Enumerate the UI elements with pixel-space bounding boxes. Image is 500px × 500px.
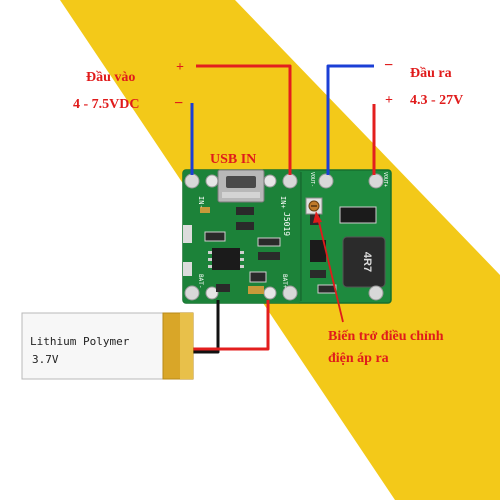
pad-bat-minus-label: BAT- [197,274,204,288]
lipo-battery: Lithium Polymer 3.7V [21,312,194,380]
inductor: 4R7 [342,236,386,288]
pot-pointer-arrowhead [313,211,322,223]
pot-label-line2: điện áp ra [328,351,389,366]
wires [190,64,376,354]
mount-hole [205,174,219,188]
inductor-label: 4R7 [361,252,373,272]
output-range: 4.3 - 27V [410,93,463,108]
pad-bat-plus-label: BAT+ [281,274,288,289]
output-title: Đầu ra [410,66,452,81]
mount-hole [184,285,200,301]
input-title: Đầu vào [86,70,135,85]
j5019-chip [208,248,244,270]
input-range: 4 - 7.5VDC [73,97,140,112]
vout-minus-pad [318,173,334,189]
pad-in-plus-label: IN+ [279,196,287,209]
battery-plus-wire [192,300,270,351]
mount-hole [205,286,219,300]
battery-line1: Lithium Polymer [30,335,130,348]
output-minus-sign: − [384,57,393,74]
input-plus-wire [196,64,292,175]
chip-label: J5019 [282,212,291,236]
usb-in-label: USB IN [210,152,256,167]
mount-hole [282,285,298,301]
mount-hole [263,174,277,188]
pad-vout-minus-label: VOUT- [309,172,315,187]
mount-hole [184,173,200,189]
pot-pointer-line [317,217,344,323]
pcb-board: 4R7 IN- IN+ J5019 BAT- BAT+ VOUT- VOUT+ [182,169,392,304]
battery-line2: 3.7V [32,353,59,366]
input-plus-sign: + [176,60,184,75]
mount-hole [263,286,277,300]
mount-hole [368,285,384,301]
micro-usb-connector [217,169,265,203]
mount-hole [282,173,298,189]
vout-plus-pad [368,173,384,189]
pot-label-line1: Biến trở điều chỉnh [328,329,444,344]
pad-in-minus-label: IN- [197,196,205,209]
battery-minus-wire [192,300,220,354]
output-plus-sign: + [385,93,393,108]
input-minus-sign: − [174,95,183,112]
potentiometer [305,197,323,215]
output-minus-wire [326,64,374,175]
pad-vout-plus-label: VOUT+ [382,172,388,187]
